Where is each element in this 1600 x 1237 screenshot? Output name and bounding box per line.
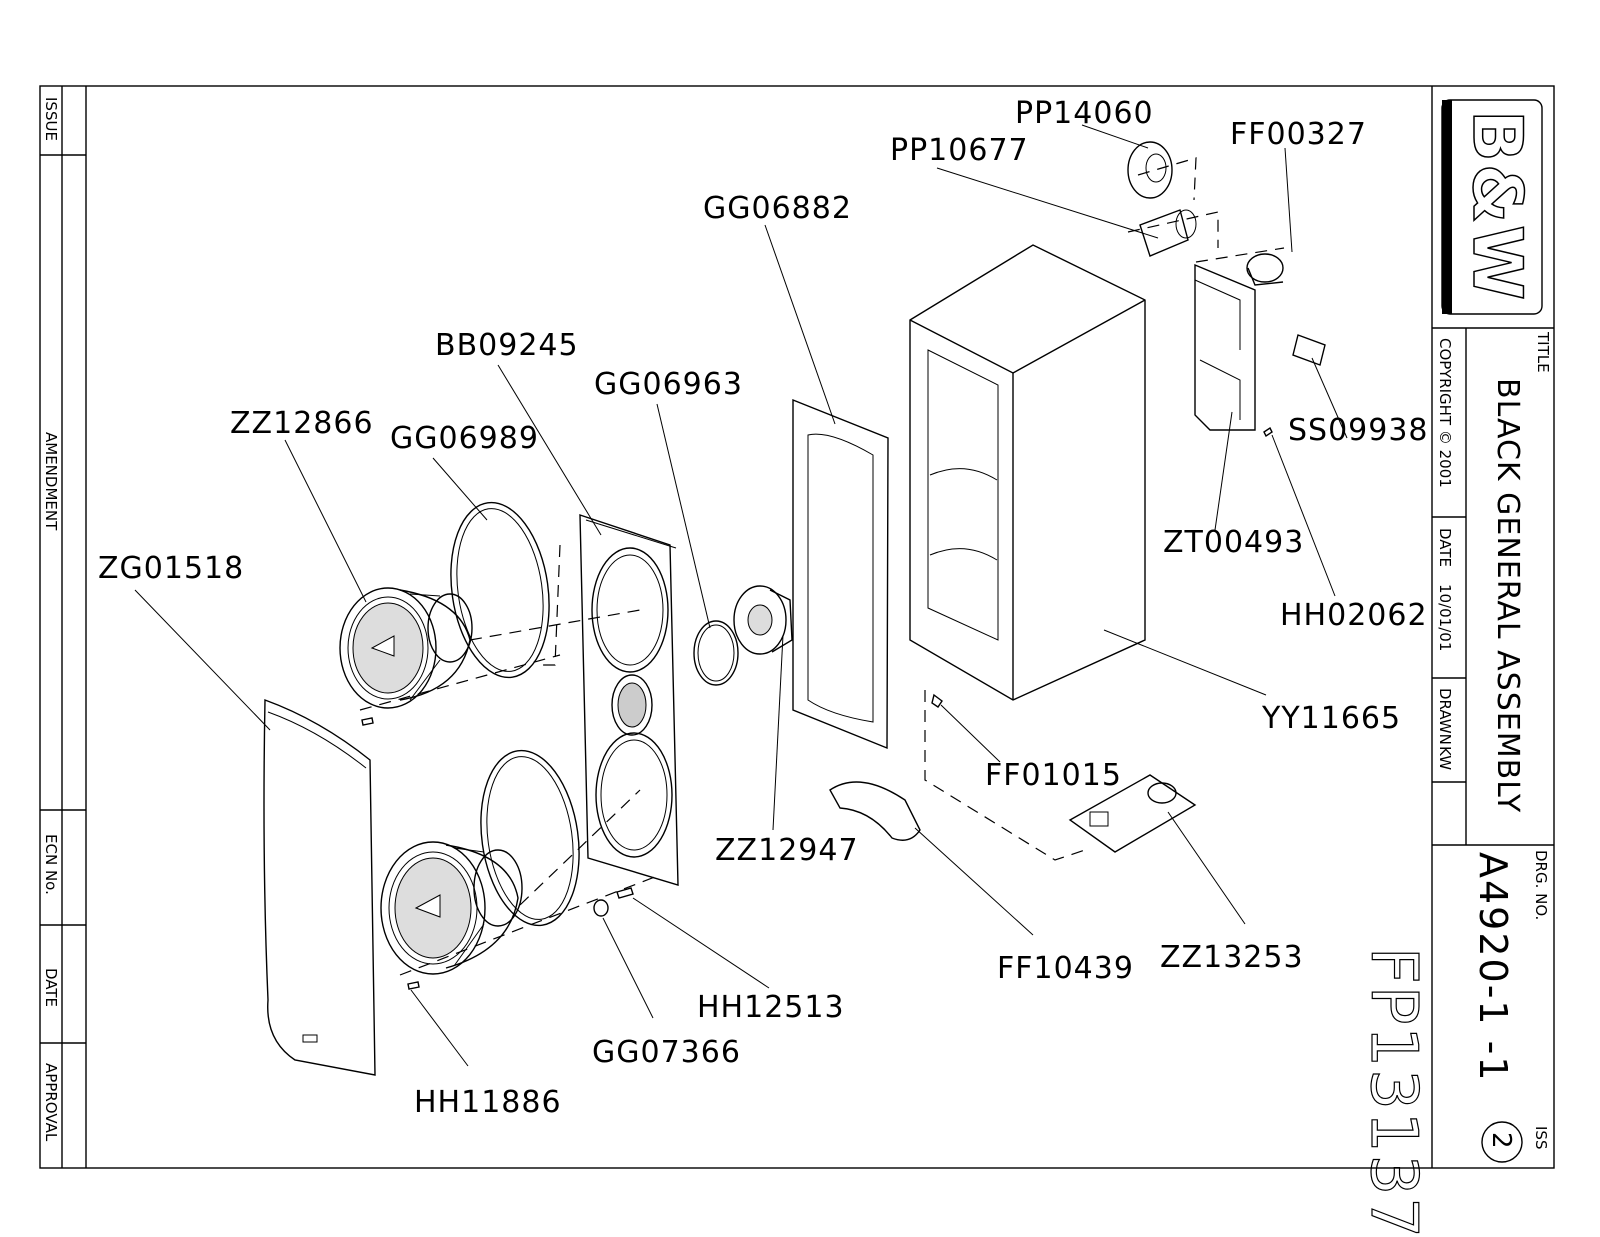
cabinet xyxy=(909,244,1146,701)
revision-strip: ISSUE AMENDMENT ECN No. DATE APPROVAL xyxy=(42,97,60,1142)
leader-lines xyxy=(134,124,1348,1067)
label-plate xyxy=(1292,334,1326,366)
date-label: DATE xyxy=(42,968,60,1007)
drawing-number: A4920-1 -1 xyxy=(1471,852,1515,1083)
tweeter xyxy=(733,585,793,655)
screw-hh12513 xyxy=(616,887,634,899)
part-label-yy11665: YY11665 xyxy=(1261,701,1401,736)
cap-gg07366 xyxy=(593,899,609,917)
tweeter-gasket-inner xyxy=(697,624,735,682)
screw-hh11886 xyxy=(407,981,420,990)
upper-gasket xyxy=(450,501,550,679)
fp-number: FP13137 xyxy=(1356,947,1430,1237)
issue-label: ISSUE xyxy=(42,97,60,141)
date-field-label: DATE xyxy=(1436,528,1454,567)
iss-label: ISS xyxy=(1532,1126,1550,1149)
screw-upper-woofer xyxy=(361,717,374,726)
part-label-ff00327: FF00327 xyxy=(1230,117,1367,152)
drg-no-label: DRG. NO. xyxy=(1532,850,1550,920)
part-label-hh11886: HH11886 xyxy=(414,1085,562,1120)
part-label-gg06963: GG06963 xyxy=(594,367,743,402)
part-label-zz13253: ZZ13253 xyxy=(1160,940,1304,975)
upper-gasket-inner xyxy=(456,508,544,672)
issue-circle xyxy=(1481,1121,1523,1163)
part-label-zg01518: ZG01518 xyxy=(98,551,244,586)
damping-plug xyxy=(1246,253,1284,286)
part-label-zz12947: ZZ12947 xyxy=(715,833,859,868)
drawn-label: DRAWN xyxy=(1436,688,1454,745)
lower-gasket-inner xyxy=(486,756,574,920)
part-label-pp14060: PP14060 xyxy=(1015,96,1154,131)
part-label-ff10439: FF10439 xyxy=(997,951,1134,986)
front-baffle xyxy=(579,514,679,886)
upper-woofer xyxy=(339,587,473,709)
title-block: B&W TITLE BLACK GENERAL ASSEMBLY COPYRIG… xyxy=(1431,86,1554,1168)
screw-ff01015 xyxy=(931,693,943,708)
part-label-gg06989: GG06989 xyxy=(390,421,539,456)
front-grille xyxy=(263,699,376,1076)
part-label-bb09245: BB09245 xyxy=(435,328,579,363)
issue-number: 2 xyxy=(1486,1132,1516,1149)
drawn-value: KW xyxy=(1436,746,1454,770)
foam-tube xyxy=(829,781,921,841)
bw-logo: B&W xyxy=(1441,99,1543,315)
crossover-board xyxy=(1068,774,1197,853)
part-label-zz12866: ZZ12866 xyxy=(230,406,374,441)
part-label-hh02062: HH02062 xyxy=(1280,598,1428,633)
copyright-text: COPYRIGHT © 2001 xyxy=(1436,338,1454,488)
lower-gasket xyxy=(480,749,580,927)
port-tube xyxy=(1139,209,1197,257)
part-label-gg06882: GG06882 xyxy=(703,191,852,226)
drawing-title: BLACK GENERAL ASSEMBLY xyxy=(1490,378,1525,813)
part-label-hh12513: HH12513 xyxy=(697,990,845,1025)
terminal-panel xyxy=(1194,263,1256,431)
amendment-label: AMENDMENT xyxy=(42,432,60,531)
date-field-value: 10/01/01 xyxy=(1436,584,1454,651)
part-label-ff01015: FF01015 xyxy=(985,758,1122,793)
approval-label: APPROVAL xyxy=(42,1063,60,1142)
logo-text: B&W xyxy=(1457,110,1536,302)
part-label-pp10677: PP10677 xyxy=(890,133,1029,168)
part-label-gg07366: GG07366 xyxy=(592,1035,741,1070)
port-flare xyxy=(1127,141,1173,199)
rear-gasket-frame xyxy=(792,398,889,750)
part-label-ss09938: SS09938 xyxy=(1288,413,1429,448)
tweeter-gasket xyxy=(693,620,739,686)
ecn-no-label: ECN No. xyxy=(42,834,60,895)
part-label-zt00493: ZT00493 xyxy=(1163,525,1304,560)
drawing-border xyxy=(39,85,1555,1169)
screw-hh02062 xyxy=(1263,426,1273,438)
title-label: TITLE xyxy=(1534,331,1552,373)
lower-woofer xyxy=(380,841,523,975)
